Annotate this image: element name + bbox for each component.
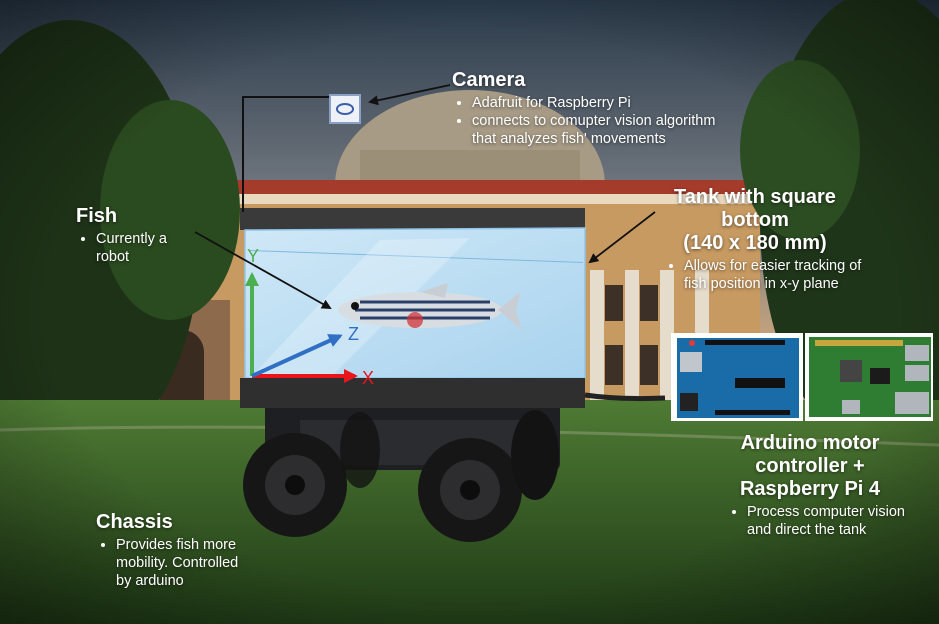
raspberry-pi-board bbox=[805, 333, 933, 421]
camera-title: Camera bbox=[452, 69, 526, 91]
fish-bullet-1: Currently a robot bbox=[96, 230, 196, 266]
fish-pointer-arrow bbox=[194, 231, 332, 309]
controller-callout: Arduino motor controller + Raspberry Pi … bbox=[715, 432, 905, 539]
pointer-arrows bbox=[194, 84, 656, 309]
fish-callout: Fish Currently a robot bbox=[76, 205, 196, 266]
controller-title-line-3: Raspberry Pi 4 bbox=[739, 478, 881, 500]
chassis-callout: Chassis Provides fish more mobility. Con… bbox=[96, 511, 246, 590]
zebrafish bbox=[338, 283, 522, 330]
camera-bullet-2: connects to comupter vision algorithm th… bbox=[472, 112, 722, 148]
coordinate-axes: X Y Z bbox=[245, 246, 374, 388]
camera-lens-icon bbox=[336, 103, 354, 115]
fish-title: Fish bbox=[76, 205, 118, 227]
tank-title-line-2: bottom bbox=[721, 209, 789, 231]
camera-callout: Camera Adafruit for Raspberry Pi connect… bbox=[452, 69, 722, 148]
x-axis-label: X bbox=[362, 368, 374, 388]
z-axis-label: Z bbox=[348, 324, 359, 344]
tank-pointer-arrow bbox=[588, 211, 656, 264]
camera-device bbox=[329, 94, 361, 124]
z-axis-arrow bbox=[251, 334, 343, 378]
wheel-front-right bbox=[418, 438, 522, 542]
tank-callout: Tank with square bottom (140 x 180 mm) A… bbox=[650, 186, 861, 293]
chassis-title: Chassis bbox=[96, 511, 173, 533]
y-axis-label: Y bbox=[247, 246, 259, 266]
chassis-robot bbox=[243, 400, 560, 542]
tank-bullet-1: Allows for easier tracking of fish posit… bbox=[684, 257, 869, 293]
camera-mount bbox=[242, 94, 361, 212]
controller-title-line-2: controller + bbox=[755, 455, 865, 477]
controller-title-line-1: Arduino motor bbox=[740, 432, 880, 454]
controller-bullet-1: Process computer vision and direct the t… bbox=[747, 503, 917, 539]
camera-bullet-1: Adafruit for Raspberry Pi bbox=[472, 94, 722, 112]
chassis-bullet-1: Provides fish more mobility. Controlled … bbox=[116, 536, 246, 590]
tank-title-line-3: (140 x 180 mm) bbox=[683, 232, 827, 254]
tank-title-line-1: Tank with square bbox=[674, 186, 836, 208]
arduino-board bbox=[671, 333, 803, 421]
wheel-front-left bbox=[243, 433, 347, 537]
camera-pointer-arrow bbox=[368, 84, 451, 106]
